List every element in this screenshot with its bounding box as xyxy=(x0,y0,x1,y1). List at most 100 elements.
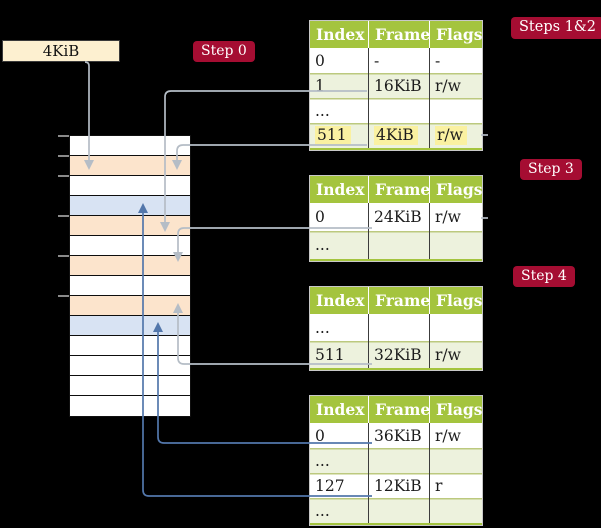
col-header-frame: Frame xyxy=(368,176,430,203)
memory-frame-row xyxy=(70,156,190,176)
table-body: ... 511 32KiB r/w xyxy=(310,314,482,370)
col-header-frame: Frame xyxy=(368,287,430,314)
cell-frame: 4KiB xyxy=(368,123,429,148)
memory-frame-row xyxy=(70,356,190,376)
cell-flags xyxy=(429,498,482,523)
page-table-2: Index Frame Flags 0 24KiB r/w ... xyxy=(309,175,483,262)
table-row-highlighted: 511 4KiB r/w xyxy=(310,123,482,148)
cell-frame: 12KiB xyxy=(368,473,429,498)
memory-tick xyxy=(58,295,69,297)
page-table-1: Index Frame Flags 0 - - 1 16KiB r/w ... … xyxy=(309,20,483,151)
cell-flags xyxy=(429,231,482,259)
col-header-frame: Frame xyxy=(368,396,430,423)
col-header-index: Index xyxy=(316,180,365,199)
cell-flags: r/w xyxy=(429,203,482,231)
table-row: ... xyxy=(310,314,482,341)
cell-index: 511 xyxy=(310,123,368,148)
col-header-frame: Frame xyxy=(368,21,430,48)
table-row: 127 12KiB r xyxy=(310,473,482,498)
table-header-row: Index Frame Flags xyxy=(310,176,483,203)
cell-frame xyxy=(368,98,429,123)
cell-flags: r/w xyxy=(429,123,482,148)
cell-index: ... xyxy=(315,318,330,337)
table-row: 0 24KiB r/w xyxy=(310,203,482,231)
badge-steps-1-2: Steps 1&2 xyxy=(511,17,601,39)
memory-frame-row xyxy=(70,396,190,416)
highlighted-value: 511 xyxy=(315,126,351,145)
memory-frame-row xyxy=(70,256,190,276)
physical-address-label: 4KiB xyxy=(42,42,80,60)
cell-index: 0 xyxy=(315,51,325,70)
cell-flags xyxy=(429,314,482,341)
col-header-index: Index xyxy=(316,400,365,419)
table-body: 0 - - 1 16KiB r/w ... 511 4KiB r/w xyxy=(310,48,482,150)
physical-address-box: 4KiB xyxy=(2,40,120,62)
table-row: ... xyxy=(310,231,482,259)
table-row: 0 36KiB r/w xyxy=(310,423,482,448)
cell-flags: - xyxy=(429,48,482,73)
cell-frame xyxy=(368,314,429,341)
cell-index: ... xyxy=(315,101,330,120)
cell-flags xyxy=(429,448,482,473)
cell-frame: 16KiB xyxy=(368,73,429,98)
memory-tick xyxy=(58,175,69,177)
highlighted-value: 4KiB xyxy=(374,126,418,145)
memory-frame-row xyxy=(70,276,190,296)
col-header-flags: Flags xyxy=(429,176,483,203)
table-row: ... xyxy=(310,448,482,473)
cell-frame: - xyxy=(368,48,429,73)
memory-frame-row xyxy=(70,176,190,196)
cell-flags xyxy=(429,98,482,123)
cell-index: 0 xyxy=(315,426,325,445)
memory-stack xyxy=(69,135,191,417)
table-row: 0 - - xyxy=(310,48,482,73)
cell-frame: 36KiB xyxy=(368,423,429,448)
memory-frame-row xyxy=(70,336,190,356)
table-row: 1 16KiB r/w xyxy=(310,73,482,98)
cell-flags: r/w xyxy=(429,423,482,448)
memory-tick xyxy=(58,135,69,137)
cell-frame xyxy=(368,448,429,473)
badge-step-4: Step 4 xyxy=(513,266,575,287)
memory-frame-row xyxy=(70,376,190,396)
memory-frame-row xyxy=(70,316,190,336)
badge-step-3: Step 3 xyxy=(520,159,582,180)
table-body: 0 24KiB r/w ... xyxy=(310,203,482,261)
badge-step-0: Step 0 xyxy=(193,41,255,62)
col-header-index: Index xyxy=(316,25,365,44)
cell-frame: 24KiB xyxy=(368,203,429,231)
table-header-row: Index Frame Flags xyxy=(310,396,483,423)
cell-flags: r/w xyxy=(429,73,482,98)
cell-index: 0 xyxy=(315,208,325,226)
memory-frame-row xyxy=(70,216,190,236)
col-header-index: Index xyxy=(316,291,365,310)
memory-frame-row xyxy=(70,236,190,256)
cell-index: ... xyxy=(315,236,330,254)
page-table-4: Index Frame Flags 0 36KiB r/w ... 127 12… xyxy=(309,395,483,526)
cell-flags: r/w xyxy=(429,341,482,368)
page-table-3: Index Frame Flags ... 511 32KiB r/w xyxy=(309,286,483,371)
cell-frame xyxy=(368,498,429,523)
cell-index: ... xyxy=(315,501,330,520)
table-header-row: Index Frame Flags xyxy=(310,21,483,48)
cell-flags: r xyxy=(429,473,482,498)
cell-index: 1 xyxy=(315,76,325,95)
memory-tick xyxy=(58,255,69,257)
col-header-flags: Flags xyxy=(429,21,483,48)
memory-frame-row xyxy=(70,196,190,216)
memory-frame-row xyxy=(70,296,190,316)
table-body: 0 36KiB r/w ... 127 12KiB r ... xyxy=(310,423,482,525)
table-row: ... xyxy=(310,98,482,123)
cell-index: 511 xyxy=(315,345,345,364)
memory-frame-row xyxy=(70,136,190,156)
table-row: ... xyxy=(310,498,482,523)
memory-tick xyxy=(58,155,69,157)
cell-frame: 32KiB xyxy=(368,341,429,368)
table-row: 511 32KiB r/w xyxy=(310,341,482,368)
highlighted-value: r/w xyxy=(435,126,467,145)
cell-frame xyxy=(368,231,429,259)
memory-tick xyxy=(58,215,69,217)
table-header-row: Index Frame Flags xyxy=(310,287,483,314)
col-header-flags: Flags xyxy=(429,396,483,423)
